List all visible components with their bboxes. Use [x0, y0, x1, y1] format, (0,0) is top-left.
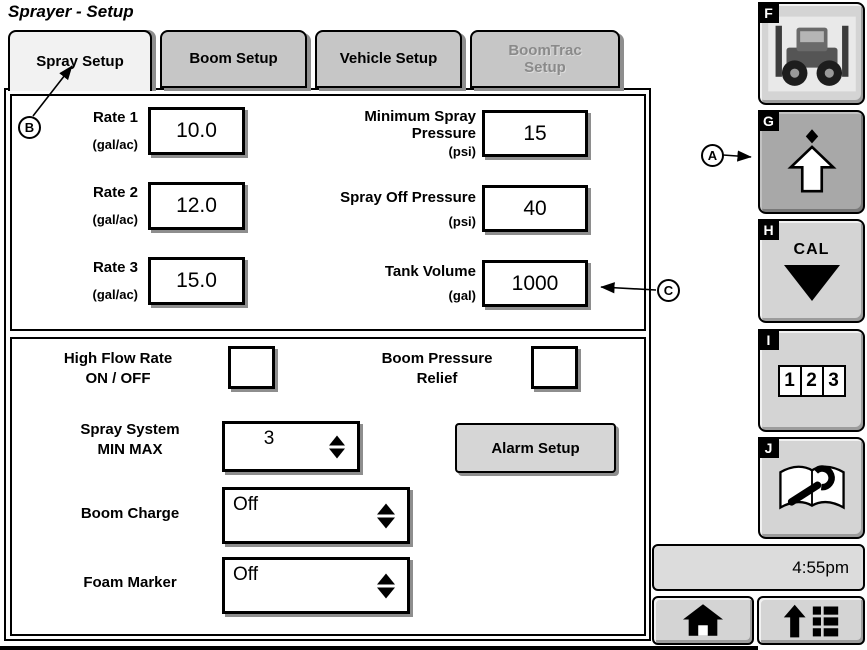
rate1-unit: (gal/ac) — [92, 137, 138, 153]
numeric-keypad-icon: 1 2 3 — [777, 364, 846, 397]
min-spray-pressure-input[interactable]: 15 — [482, 110, 588, 157]
spray-off-pressure-input[interactable]: 40 — [482, 185, 588, 232]
tab-boomtrac-setup: BoomTrac Setup — [470, 30, 620, 88]
sidebar-button-g[interactable]: G — [758, 110, 865, 214]
tab-boomtrac-setup-label: BoomTrac Setup — [508, 41, 582, 76]
tab-vehicle-setup-label: Vehicle Setup — [339, 50, 438, 68]
cal-down-triangle-icon — [783, 265, 840, 301]
rate3-unit: (gal/ac) — [92, 287, 138, 303]
sidebar-button-j[interactable]: J — [758, 437, 865, 539]
rate1-label: Rate 1 (gal/ac) — [20, 109, 138, 153]
spray-off-pressure-unit: (psi) — [448, 214, 476, 230]
boom-charge-value: Off — [233, 494, 258, 515]
foam-marker-select[interactable]: Off — [222, 557, 410, 614]
sidebar-button-f[interactable]: F — [758, 2, 865, 105]
rate2-input[interactable]: 12.0 — [148, 182, 245, 230]
alarm-setup-button[interactable]: Alarm Setup — [455, 423, 616, 473]
tab-boom-setup-label: Boom Setup — [189, 50, 278, 68]
tank-volume-input[interactable]: 1000 — [482, 260, 588, 307]
min-spray-pressure-unit: (psi) — [448, 144, 476, 160]
tab-boom-setup[interactable]: Boom Setup — [160, 30, 307, 88]
key-label-f: F — [758, 2, 779, 23]
rate1-input[interactable]: 10.0 — [148, 107, 245, 155]
page-title: Sprayer - Setup — [8, 2, 134, 21]
rate3-label: Rate 3 (gal/ac) — [20, 259, 138, 303]
sidebar-button-h[interactable]: H CAL — [758, 219, 865, 323]
select-down-icon[interactable] — [377, 517, 395, 528]
rate3-input[interactable]: 15.0 — [148, 257, 245, 305]
page-menu-button[interactable] — [757, 596, 865, 645]
select-down-icon[interactable] — [377, 587, 395, 598]
tank-volume-label: Tank Volume (gal) — [330, 263, 476, 304]
spray-off-pressure-label: Spray Off Pressure (psi) — [330, 189, 476, 230]
key-label-j: J — [758, 437, 779, 458]
home-icon — [682, 604, 724, 636]
screen-bezel — [0, 646, 758, 650]
boom-pressure-relief-label: Boom Pressure Relief — [381, 350, 493, 387]
sprayer-vehicle-icon — [767, 16, 856, 91]
foam-marker-value: Off — [233, 564, 258, 585]
shift-up-arrow-icon — [786, 129, 837, 193]
boom-pressure-relief-checkbox[interactable] — [531, 346, 578, 389]
stepper-up-icon[interactable] — [329, 435, 345, 445]
callout-b: B — [18, 116, 41, 139]
page-menu-icon — [783, 604, 839, 637]
tab-spray-setup[interactable]: Spray Setup — [8, 30, 152, 91]
foam-marker-label: Foam Marker — [83, 574, 177, 591]
key-label-g: G — [758, 110, 779, 131]
boom-charge-label: Boom Charge — [80, 505, 180, 522]
rate2-label: Rate 2 (gal/ac) — [20, 184, 138, 228]
stepper-down-icon[interactable] — [329, 448, 345, 458]
min-spray-pressure-label: Minimum Spray Pressure (psi) — [330, 108, 476, 160]
cal-label: CAL — [793, 241, 830, 258]
time-display: 4:55pm — [652, 544, 865, 591]
spray-system-label: Spray System MIN MAX — [80, 421, 180, 458]
book-wrench-icon — [778, 465, 845, 510]
spray-system-value: 3 — [263, 428, 275, 449]
key-label-i: I — [758, 329, 779, 350]
key-label-h: H — [758, 219, 779, 240]
select-up-icon[interactable] — [377, 573, 395, 584]
tab-spray-setup-label: Spray Setup — [36, 52, 124, 70]
callout-a: A — [701, 144, 724, 167]
callout-c: C — [657, 279, 680, 302]
rate2-unit: (gal/ac) — [92, 212, 138, 228]
spray-system-min-max-stepper[interactable]: 3 — [222, 421, 360, 472]
tab-vehicle-setup[interactable]: Vehicle Setup — [315, 30, 462, 88]
sidebar-button-i[interactable]: I 1 2 3 — [758, 329, 865, 432]
high-flow-label: High Flow Rate ON / OFF — [63, 350, 173, 387]
boom-charge-select[interactable]: Off — [222, 487, 410, 544]
tank-volume-unit: (gal) — [448, 288, 476, 304]
high-flow-checkbox[interactable] — [228, 346, 275, 389]
home-button[interactable] — [652, 596, 754, 645]
select-up-icon[interactable] — [377, 503, 395, 514]
